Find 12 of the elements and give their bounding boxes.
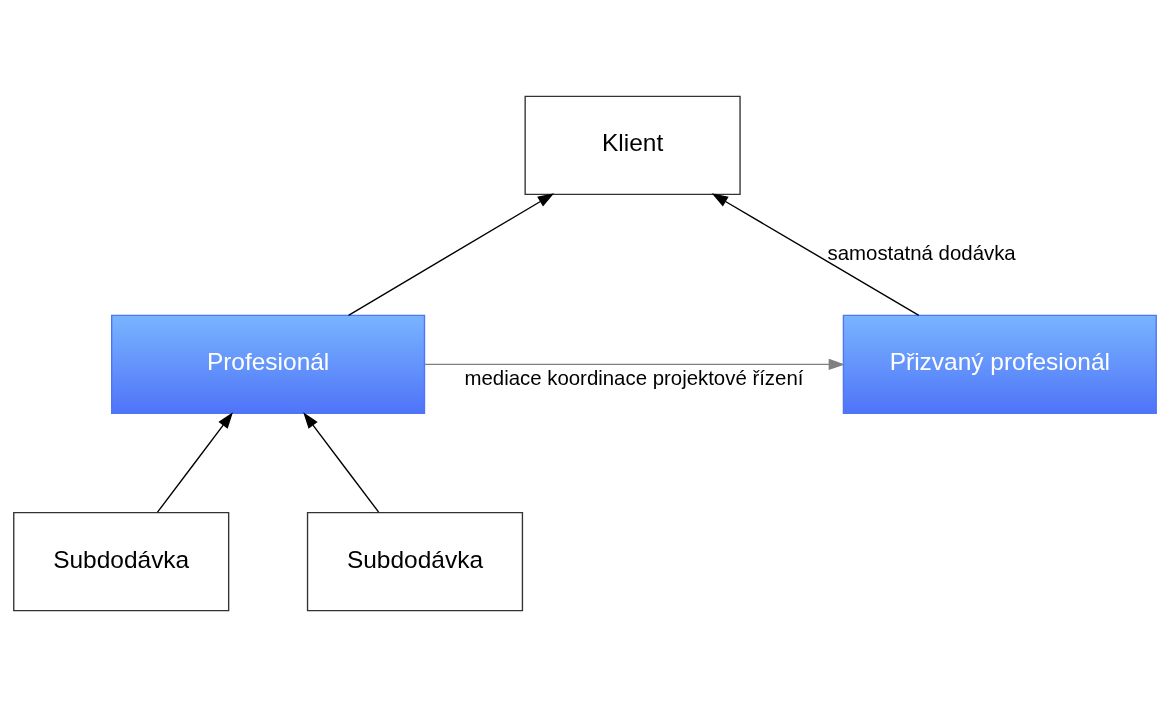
arrow [303,412,380,513]
arrow [347,193,555,316]
edge-label: samostatná dodávka [827,241,1016,264]
node-box: Klient [524,95,741,196]
node-box: Subdodávka [13,511,230,612]
node-box: Subdodávka [306,511,524,612]
arrow [423,358,845,371]
node-box: Přizvaný profesionál [842,314,1157,414]
node-box: Profesionál [111,314,426,414]
edge-label: mediace koordinace projektové řízení [464,366,804,389]
arrow [156,412,233,513]
arrow [711,193,920,316]
